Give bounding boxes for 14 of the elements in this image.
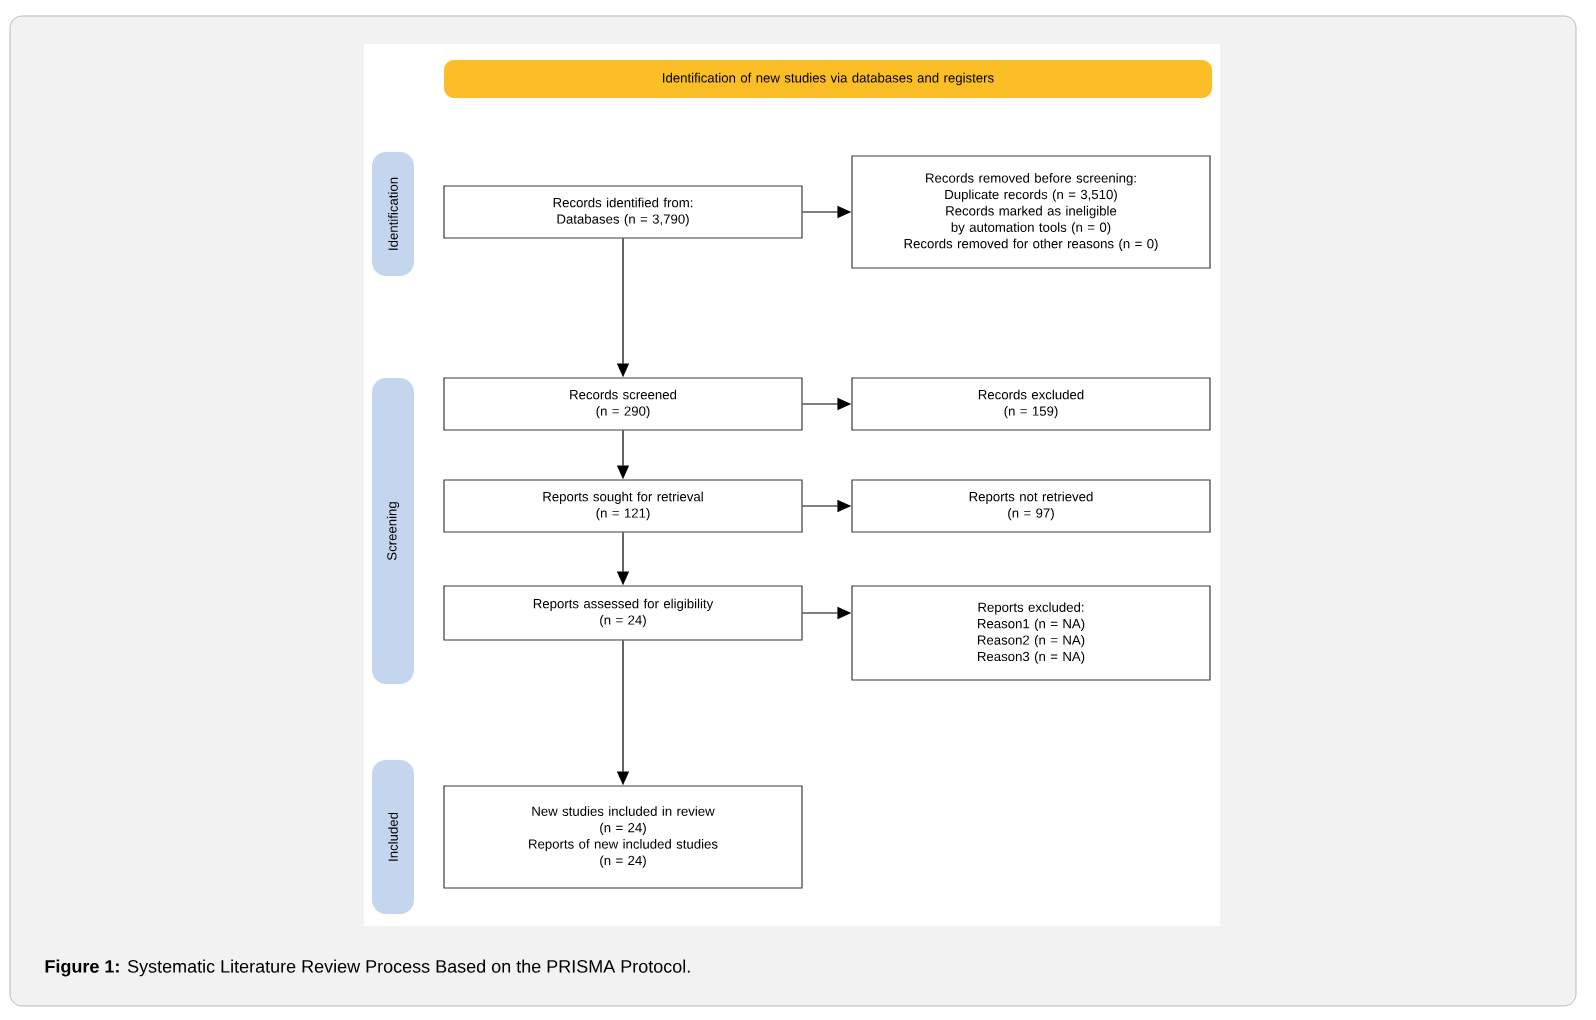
process-box [851,585,1211,681]
process-box [443,185,803,239]
process-box [443,479,803,533]
process-box [443,585,803,641]
stage-band [372,378,414,684]
header-band [444,60,1212,98]
stage-band [372,152,414,276]
process-box [443,377,803,431]
figure-caption: Figure 1: Systematic Literature Review Process Based on the PRISMA Protocol. [45,959,690,977]
process-box [851,479,1211,533]
process-box [443,785,803,889]
stage-band [372,760,414,914]
process-box [851,377,1211,431]
process-box [851,155,1211,269]
